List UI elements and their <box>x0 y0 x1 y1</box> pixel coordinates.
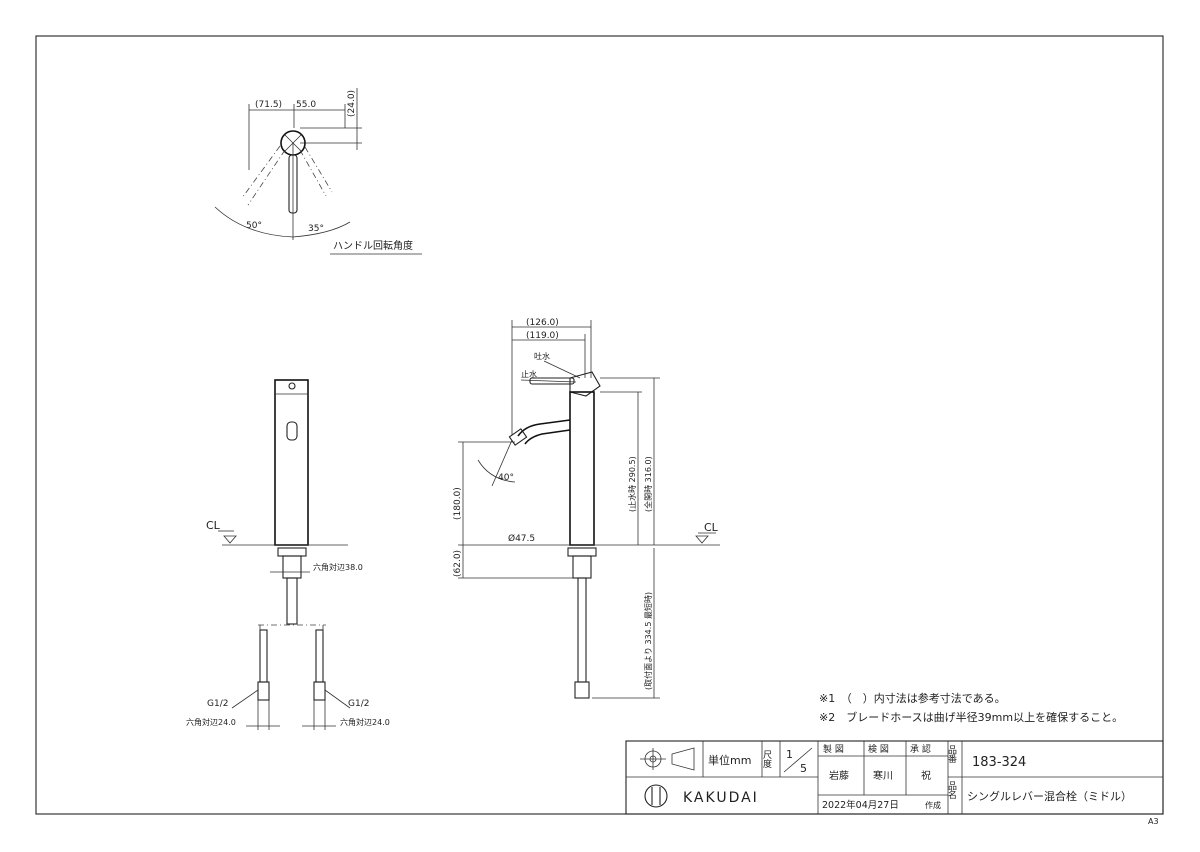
scale-value-bottom: 5 <box>800 762 807 775</box>
sheet-border <box>35 35 1164 815</box>
projection-symbol-icon <box>640 747 695 771</box>
side-dim-316: (全開時 316.0) <box>643 456 653 512</box>
side-view: (126.0) (119.0) 吐水 止水 40° (180.0) (62.0)… <box>453 318 720 699</box>
note-2: ※2 ブレードホースは曲げ半径39mm以上を確保すること。 <box>819 710 1123 724</box>
side-discharge-label: 吐水 <box>534 351 550 361</box>
part-no-label: 品番 <box>946 745 957 763</box>
side-dim-126: (126.0) <box>526 318 559 328</box>
side-dia: Ø47.5 <box>508 533 535 544</box>
kakudai-logo: KAKUDAI <box>644 784 759 808</box>
date: 2022年04月27日 <box>822 799 899 811</box>
dim-24: (24.0) <box>347 90 357 117</box>
scale-value-top: 1 <box>786 748 793 761</box>
side-stop-label: 止水 <box>521 369 537 379</box>
made-label: 作成 <box>925 800 941 810</box>
side-dim-180: (180.0) <box>453 487 463 520</box>
logo-text: KAKUDAI <box>683 790 759 806</box>
name-checker: 寒川 <box>873 769 893 782</box>
name-drafter: 岩藤 <box>829 769 849 782</box>
side-angle-40: 40° <box>498 473 514 483</box>
handle-rotation-caption: ハンドル回転角度 <box>333 239 413 252</box>
side-dim-62: (62.0) <box>453 550 463 577</box>
sheet-size: A3 <box>1148 817 1159 826</box>
name-approver: 祝 <box>921 769 931 782</box>
role-approver: 承 認 <box>910 743 931 755</box>
unit-label: 単位mm <box>708 753 751 767</box>
angle-35: 35° <box>308 224 324 234</box>
role-checker: 検 図 <box>868 743 889 755</box>
front-view: CL 六角対辺38.0 G1/2 G1/2 六角対辺24.0 六角対辺24.0 <box>186 379 390 730</box>
side-cl-label: CL <box>704 521 719 534</box>
angle-50: 50° <box>246 221 262 231</box>
title-block: 単位mm 尺度 1 5 製 図 検 図 承 認 岩藤 寒川 祝 2022年04月… <box>625 740 1164 815</box>
product-name-label: 品名 <box>946 781 957 800</box>
part-no: 183-324 <box>972 755 1026 770</box>
front-thread-left: G1/2 <box>207 699 228 709</box>
front-cl-label: CL <box>206 519 221 532</box>
front-hex-right: 六角対辺24.0 <box>340 717 390 727</box>
role-drafter: 製 図 <box>823 743 844 755</box>
front-hex-left: 六角対辺24.0 <box>186 717 236 727</box>
side-dim-290: (止水時 290.5) <box>627 456 637 512</box>
notes: ※1 （ ）内寸法は参考寸法である。 ※2 ブレードホースは曲げ半径39mm以上… <box>819 691 1123 724</box>
dim-71-5: (71.5) <box>255 100 282 110</box>
side-dim-119: (119.0) <box>526 331 559 341</box>
side-dim-334: (取付面より 334.5 最短時) <box>643 592 653 690</box>
front-hex-38: 六角対辺38.0 <box>313 562 363 572</box>
note-1: ※1 （ ）内寸法は参考寸法である。 <box>819 691 1006 705</box>
handle-rotation-view: (71.5) 55.0 (24.0) 50° 35° ハンドル回転角度 <box>214 88 422 255</box>
scale-label: 尺度 <box>761 750 772 769</box>
dim-55: 55.0 <box>296 100 316 110</box>
front-thread-right: G1/2 <box>348 699 369 709</box>
product-name: シングルレバー混合栓（ミドル） <box>967 789 1132 803</box>
